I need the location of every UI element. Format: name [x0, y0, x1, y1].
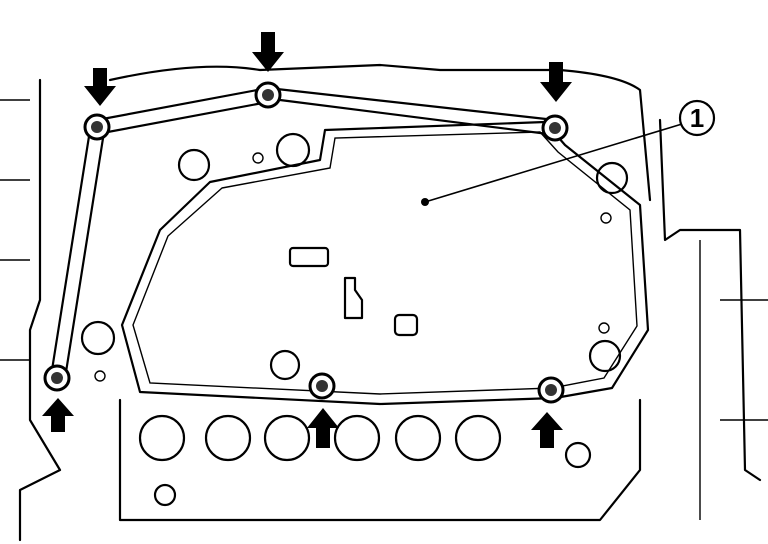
- screw: [94, 370, 106, 382]
- fitting: [588, 339, 622, 373]
- fitting: [269, 349, 301, 381]
- housing-right-edge: [658, 118, 762, 482]
- solenoid: [204, 414, 252, 462]
- callout-circle: [678, 99, 716, 137]
- screw: [600, 212, 612, 224]
- callout-1: 1: [421, 99, 716, 206]
- arrow-down-icon: [252, 32, 284, 72]
- bracket-left: [50, 128, 106, 374]
- cover-tab: [393, 313, 419, 337]
- transmission-housing: [0, 63, 768, 542]
- pin: [564, 441, 592, 469]
- arrow-down-icon: [540, 62, 572, 102]
- fitting: [275, 132, 311, 168]
- screw: [252, 152, 264, 164]
- bolt: [537, 376, 565, 404]
- fitting: [177, 148, 211, 182]
- solenoid-row: [138, 414, 592, 507]
- bracket-top-left: [95, 86, 270, 136]
- arrow-down-icon: [84, 68, 116, 106]
- callout-label: 1: [690, 103, 704, 133]
- bolts: [43, 81, 569, 404]
- cover-slot: [288, 246, 330, 268]
- bolt: [308, 372, 336, 400]
- control-valve-cover: [120, 120, 650, 406]
- housing-bottom-edge: [118, 398, 642, 522]
- housing-top-edge: [108, 63, 652, 202]
- screw: [598, 322, 610, 334]
- arrow-up-icon: [531, 412, 563, 448]
- housing-ribs: [0, 99, 30, 361]
- fitting: [80, 320, 116, 356]
- bolt: [83, 113, 111, 141]
- cover-boss: [343, 276, 364, 320]
- arrow-up-icon: [307, 408, 339, 448]
- arrow-up-icon: [42, 398, 74, 432]
- fitting: [595, 161, 629, 195]
- solenoid: [394, 414, 442, 462]
- bracket-links: [50, 86, 557, 374]
- housing-left-edge: [18, 78, 62, 542]
- solenoid: [138, 414, 186, 462]
- bolt: [43, 364, 71, 392]
- solenoid: [454, 414, 502, 462]
- solenoid: [263, 414, 311, 462]
- bolt: [254, 81, 282, 109]
- bolt-arrows: [42, 32, 572, 448]
- housing-right-detail: [699, 240, 768, 520]
- fittings: [80, 132, 629, 382]
- leader-dot: [421, 198, 429, 206]
- pin: [153, 483, 177, 507]
- bracket-top-right: [266, 86, 557, 136]
- leader-line: [424, 123, 683, 203]
- bolt: [541, 114, 569, 142]
- solenoid: [333, 414, 381, 462]
- cover-details: [288, 246, 419, 337]
